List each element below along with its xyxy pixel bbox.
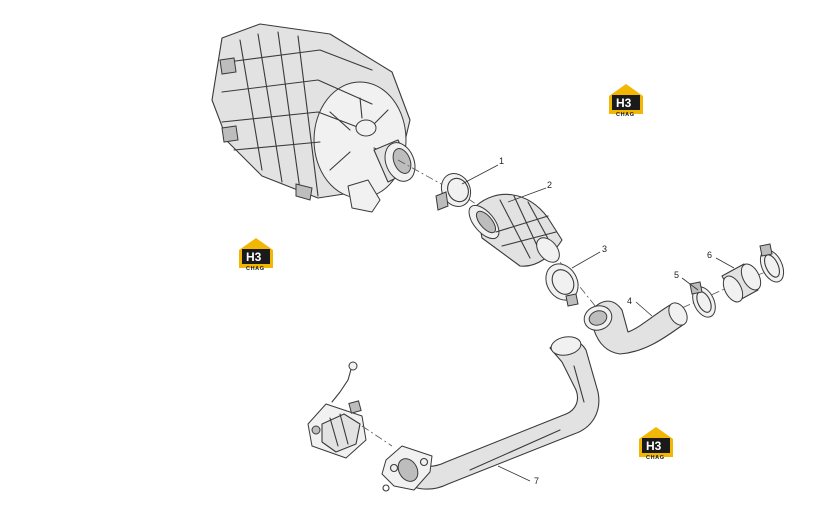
callout-number-2: 2 <box>547 180 552 190</box>
callout-number-5: 5 <box>674 270 679 280</box>
assembly-axis-line-2 <box>667 263 787 315</box>
callout-3: 3 <box>571 244 607 269</box>
air-filter-housing <box>211 23 416 213</box>
watermark-word: CHAG <box>246 266 265 272</box>
watermark-logo-left: H3 CHAG <box>239 238 273 272</box>
rubber-hose-2 <box>468 193 563 267</box>
watermark-word: CHAG <box>616 112 635 118</box>
callout-7: 7 <box>497 465 539 486</box>
callout-4: 4 <box>627 296 653 317</box>
callout-number-7: 7 <box>534 476 539 486</box>
callout-number-6: 6 <box>707 250 712 260</box>
hose-clamp-5 <box>689 281 716 318</box>
callout-number-1: 1 <box>499 156 504 166</box>
callout-1: 1 <box>461 156 504 185</box>
restriction-sensor-assembly <box>307 361 393 459</box>
hose-clamp-far-right <box>759 243 785 283</box>
intake-tube-7 <box>381 336 600 492</box>
watermark-logo-bottom-right: H3 CHAG <box>639 427 673 461</box>
callout-2: 2 <box>507 180 552 203</box>
hose-clamp-3 <box>545 263 579 307</box>
watermark-mark: H3 <box>246 250 262 264</box>
watermark-word: CHAG <box>646 455 665 461</box>
watermark-mark: H3 <box>616 96 632 110</box>
callout-6: 6 <box>707 250 735 269</box>
rubber-sleeve-6 <box>721 263 762 303</box>
watermark-logo-top-right: H3 CHAG <box>609 84 643 118</box>
callout-number-4: 4 <box>627 296 632 306</box>
callout-number-3: 3 <box>602 244 607 254</box>
elbow-pipe-4 <box>583 300 688 355</box>
watermark-mark: H3 <box>646 439 662 453</box>
hose-clamp-1 <box>435 172 472 211</box>
callout-5: 5 <box>674 270 699 291</box>
